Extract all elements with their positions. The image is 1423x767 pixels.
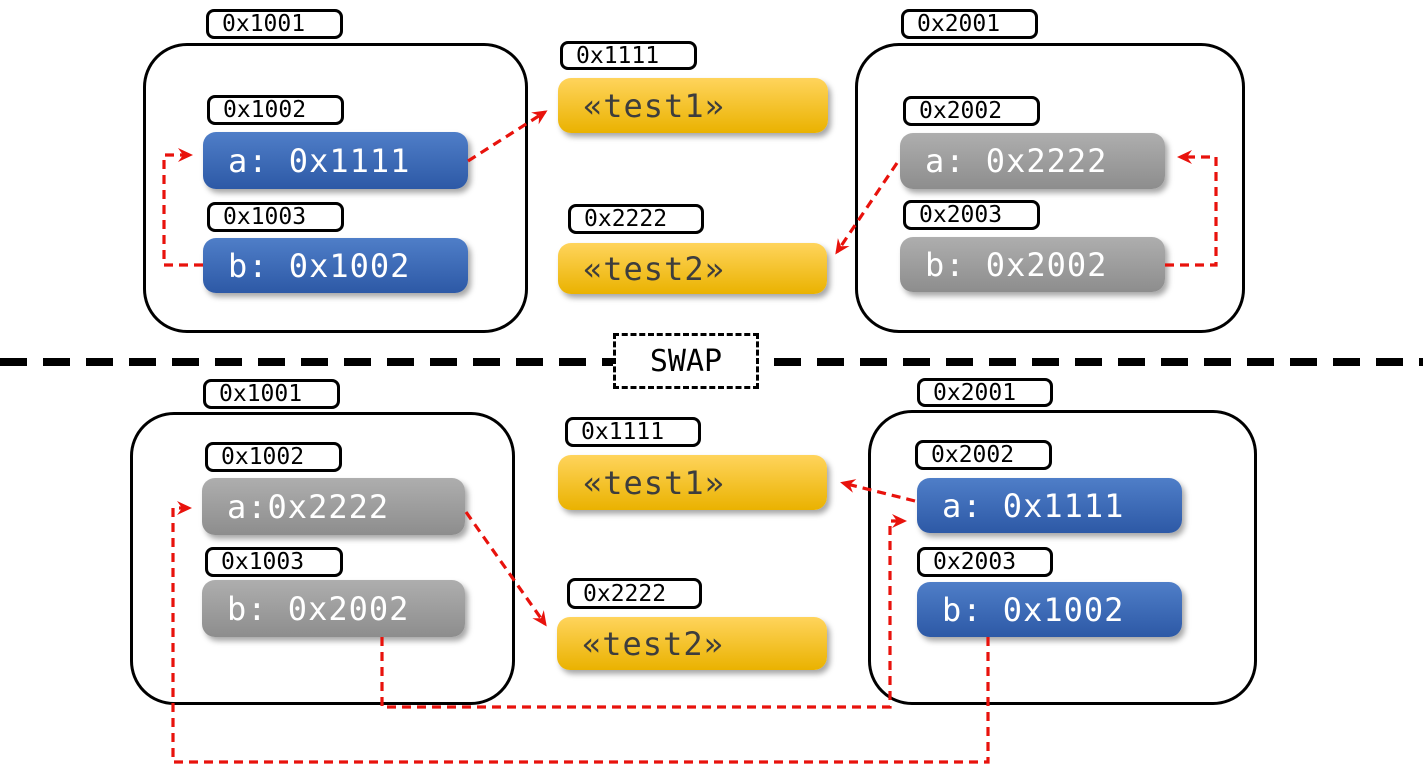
var-box-a: a:0x2222 [202, 478, 465, 535]
address-tag: 0x1003 [205, 547, 343, 577]
address-tag: 0x2001 [901, 9, 1038, 39]
address-tag: 0x2003 [903, 200, 1040, 230]
var-box-a: a: 0x1111 [917, 478, 1182, 533]
address-tag: 0x1001 [206, 9, 343, 39]
var-box-b: b: 0x2002 [900, 237, 1165, 292]
var-box-b: b: 0x1002 [917, 582, 1182, 637]
address-tag: 0x2002 [915, 440, 1052, 470]
address-tag: 0x2003 [917, 547, 1053, 577]
string-box-test2: «test2» [557, 617, 827, 670]
address-tag: 0x1002 [207, 95, 344, 125]
var-box-b: b: 0x1002 [203, 238, 468, 293]
address-tag: 0x2002 [903, 96, 1040, 126]
address-tag: 0x2222 [568, 204, 704, 234]
address-tag: 0x1111 [565, 417, 701, 447]
swap-label: SWAP [613, 333, 759, 389]
var-box-a: a: 0x2222 [900, 133, 1165, 189]
address-tag: 0x2001 [917, 378, 1053, 407]
address-tag: 0x1002 [205, 442, 342, 472]
var-box-b: b: 0x2002 [202, 580, 465, 637]
address-tag: 0x2222 [567, 578, 702, 609]
address-tag: 0x1003 [207, 202, 344, 232]
address-tag: 0x1001 [203, 379, 340, 409]
string-box-test1: «test1» [558, 455, 827, 510]
string-box-test2: «test2» [558, 243, 827, 294]
var-box-a: a: 0x1111 [203, 132, 468, 189]
address-tag: 0x1111 [560, 41, 697, 70]
string-box-test1: «test1» [558, 78, 828, 133]
